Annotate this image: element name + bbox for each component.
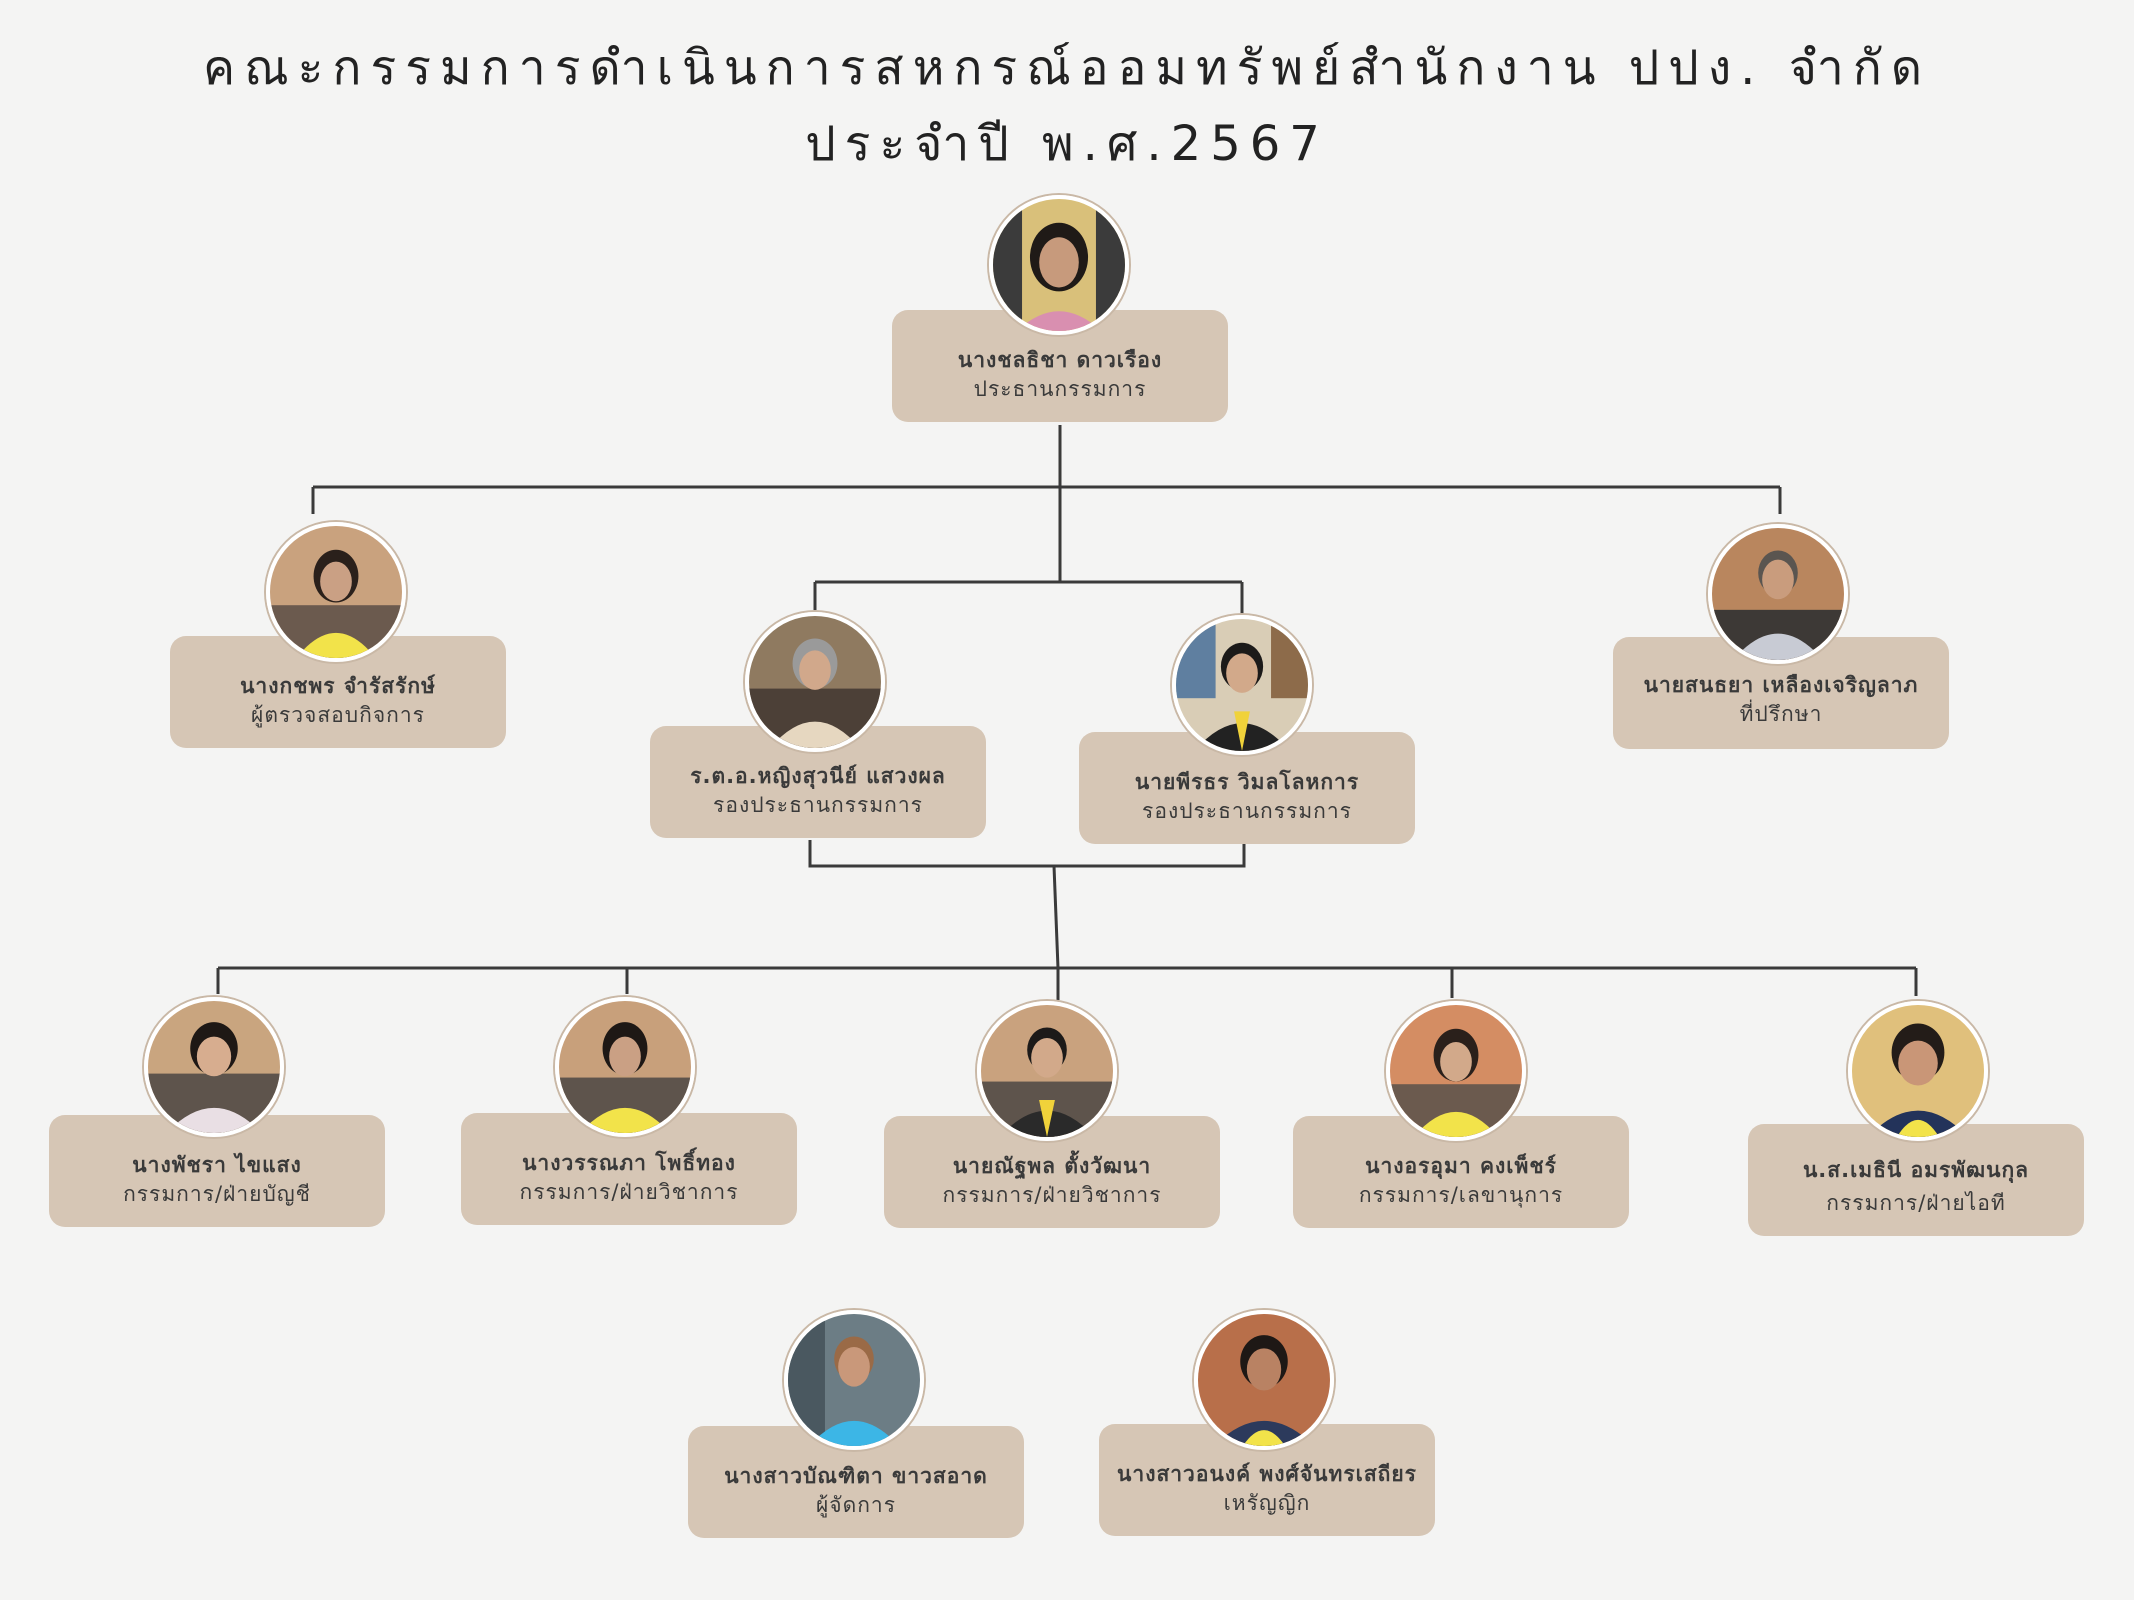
member-role: ประธานกรรมการ [973, 377, 1147, 401]
member-name: นางสาวบัณฑิตา ขาวสอาด [724, 1464, 988, 1488]
portrait-treasurer [1194, 1310, 1334, 1450]
member-role: รองประธานกรรมการ [713, 793, 923, 817]
member-role: ผู้ตรวจสอบกิจการ [251, 703, 425, 727]
member-role: ที่ปรึกษา [1739, 702, 1823, 726]
member-card-chairman: นางชลธิชา ดาวเรือง ประธานกรรมการ [892, 310, 1228, 422]
member-name: นางวรรณภา โพธิ์ทอง [522, 1151, 736, 1175]
member-name: นางอรอุมา คงเพ็ชร์ [1365, 1154, 1557, 1178]
member-role: รองประธานกรรมการ [1142, 799, 1352, 823]
portrait-board5 [1848, 1001, 1988, 1141]
portrait-auditor [266, 522, 406, 662]
portrait-advisor [1708, 524, 1848, 664]
member-name: นางกชพร จำรัสรักษ์ [240, 674, 436, 698]
member-name: นายพีรธร วิมลโลหการ [1134, 770, 1360, 794]
connector-vice-to-board [1052, 865, 1060, 969]
member-role: กรรมการ/ฝ่ายไอที [1826, 1191, 2006, 1215]
connector-vice-bottom [808, 840, 1246, 868]
chart-title-line1: คณะกรรมการดำเนินการสหกรณ์ออมทรัพย์สำนักง… [202, 40, 1932, 96]
member-card-board5: น.ส.เมธินี อมรพัฒนกุล กรรมการ/ฝ่ายไอที [1748, 1124, 2084, 1236]
portrait-board4 [1386, 1001, 1526, 1141]
member-name: นายณัฐพล ตั้งวัฒนา [952, 1154, 1152, 1178]
member-role: เหรัญญิก [1223, 1491, 1311, 1515]
member-name: ร.ต.อ.หญิงสุวนีย์ แสวงผล [690, 764, 946, 788]
member-name: นางพัชรา ไขแสง [132, 1153, 302, 1177]
member-card-board1: นางพัชรา ไขแสง กรรมการ/ฝ่ายบัญชี [49, 1115, 385, 1227]
member-role: กรรมการ/ฝ่ายวิชาการ [942, 1183, 1162, 1207]
portrait-board2 [555, 997, 695, 1137]
member-role: ผู้จัดการ [815, 1493, 897, 1517]
portrait-chairman [989, 195, 1129, 335]
member-name: น.ส.เมธินี อมรพัฒนกุล [1802, 1158, 2030, 1182]
member-role: กรรมการ/เลขานุการ [1358, 1183, 1564, 1207]
member-role: กรรมการ/ฝ่ายบัญชี [123, 1182, 311, 1206]
portrait-manager [784, 1310, 924, 1450]
portrait-vice2 [1172, 615, 1312, 755]
chart-title-line2: ประจำปี พ.ศ.2567 [805, 116, 1329, 172]
member-role: กรรมการ/ฝ่ายวิชาการ [519, 1180, 739, 1204]
member-card-board3: นายณัฐพล ตั้งวัฒนา กรรมการ/ฝ่ายวิชาการ [884, 1116, 1220, 1228]
member-name: นางชลธิชา ดาวเรือง [957, 348, 1163, 372]
portrait-vice1 [745, 612, 885, 752]
portrait-board1 [144, 997, 284, 1137]
member-name: นางสาวอนงค์ พงศ์จันทรเสถียร [1117, 1462, 1417, 1486]
member-name: นายสนธยา เหลืองเจริญลาภ [1643, 673, 1919, 697]
portrait-board3 [977, 1001, 1117, 1141]
